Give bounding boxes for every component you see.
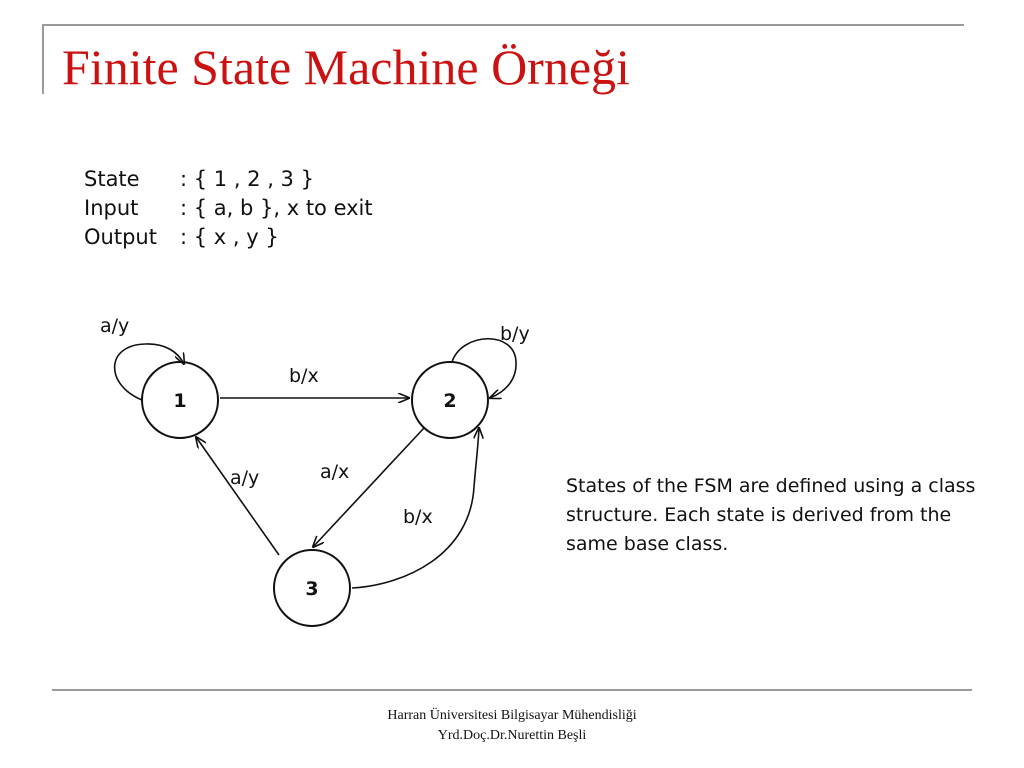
edge-1-1 [113,343,184,401]
edge-1-2-label: b/x [289,365,319,387]
description-text: States of the FSM are defined using a cl… [566,475,976,555]
edge-3-2-label: b/x [403,506,433,528]
footer-author: Yrd.Doç.Dr.Nurettin Beşli [437,728,587,743]
input-row: Input : { a, b }, x to exit [84,194,373,223]
slide-title: Finite State Machine Örneği [62,39,630,95]
edge-3-2 [351,428,479,589]
footer: Harran Üniversitesi Bilgisayar Mühendisl… [300,706,724,746]
edge-2-3-label: a/x [320,461,349,483]
state-value: : { 1 , 2 , 3 } [180,167,314,191]
input-key: Input [84,196,139,220]
output-row: Output : { x , y } [84,223,373,252]
output-value: : { x , y } [180,225,279,249]
footer-rule [52,689,972,691]
title-frame-left-rule [42,24,44,94]
edge-2-2-label: b/y [500,323,530,345]
title-frame-top-rule [42,24,964,26]
state-1-label: 1 [173,390,186,412]
state-2-label: 2 [443,390,456,412]
edge-2-2 [451,338,517,398]
edge-1-1-label: a/y [100,315,129,337]
state-row: State : { 1 , 2 , 3 } [84,165,373,194]
state-2-circle [411,361,489,439]
state-3-circle [273,549,351,627]
edge-3-1 [196,437,280,556]
edge-2-3 [313,427,425,547]
state-key: State [84,167,140,191]
input-value: : { a, b }, x to exit [180,196,373,220]
output-key: Output [84,225,157,249]
fsm-definition: State : { 1 , 2 , 3 } Input : { a, b }, x … [84,165,373,252]
footer-institution: Harran Üniversitesi Bilgisayar Mühendisl… [387,708,637,723]
edge-3-1-label: a/y [230,467,259,489]
state-3-label: 3 [305,578,318,600]
